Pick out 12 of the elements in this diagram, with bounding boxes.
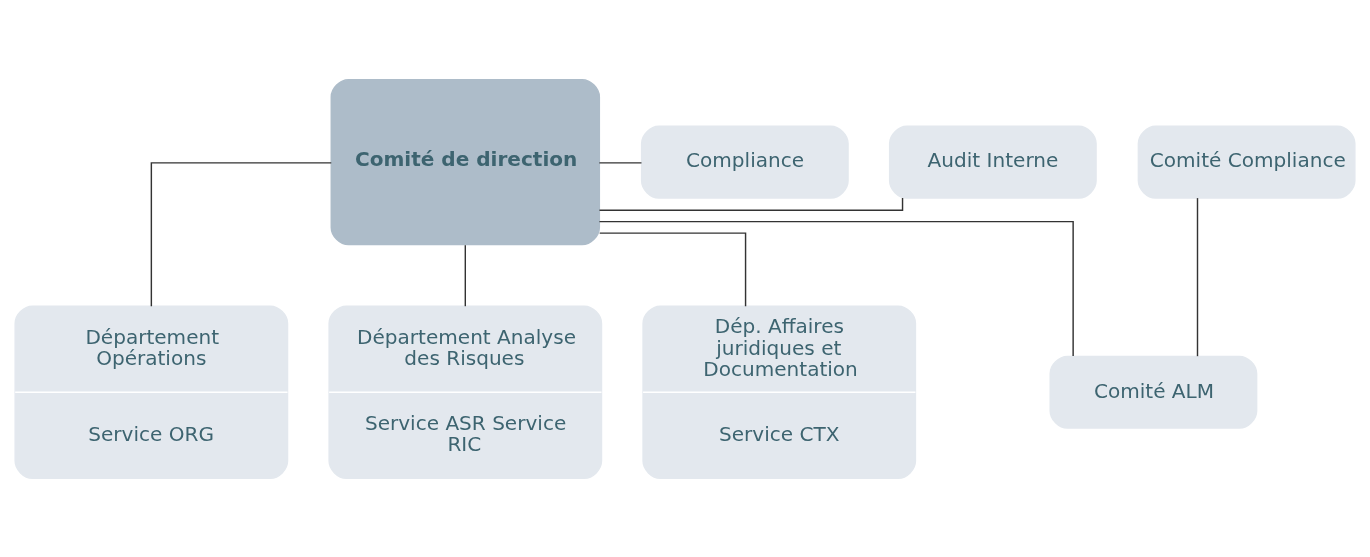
node-box: Comité de direction	[330, 78, 601, 245]
node-box: Compliance	[640, 125, 849, 199]
node-box: Comité Compliance	[1137, 125, 1356, 199]
connector	[150, 161, 332, 307]
node-box: Audit Interne	[888, 125, 1097, 199]
connector	[598, 220, 1074, 357]
connector	[1196, 196, 1199, 357]
node-box: Comité ALM	[1049, 355, 1258, 429]
connector	[598, 196, 904, 211]
connector	[598, 231, 747, 307]
connector	[598, 161, 643, 164]
connector	[464, 244, 467, 307]
